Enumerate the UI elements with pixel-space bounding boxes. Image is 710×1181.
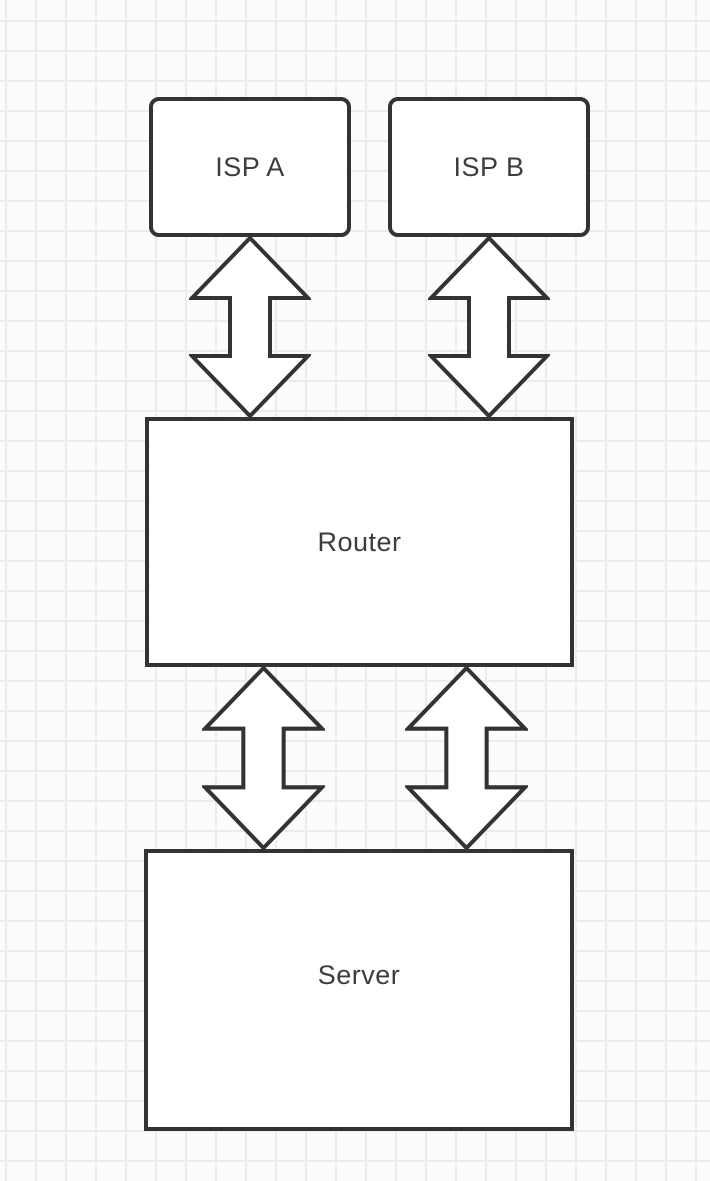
double-arrow-ispa-router	[189, 236, 311, 418]
double-arrow-ispb-router	[428, 236, 550, 418]
node-isp-a-label: ISP A	[215, 151, 285, 182]
node-router: Router	[145, 417, 574, 667]
node-server: Server	[144, 849, 574, 1131]
node-isp-b-label: ISP B	[453, 151, 525, 182]
double-arrow-router-server-right	[405, 666, 528, 850]
double-arrow-icon	[428, 236, 550, 418]
double-arrow-icon	[202, 666, 325, 850]
double-arrow-icon	[405, 666, 528, 850]
node-router-label: Router	[317, 526, 402, 557]
node-isp-a: ISP A	[149, 97, 351, 237]
node-isp-b: ISP B	[388, 97, 590, 237]
node-server-label: Server	[317, 959, 401, 990]
double-arrow-router-server-left	[202, 666, 325, 850]
double-arrow-icon	[189, 236, 311, 418]
